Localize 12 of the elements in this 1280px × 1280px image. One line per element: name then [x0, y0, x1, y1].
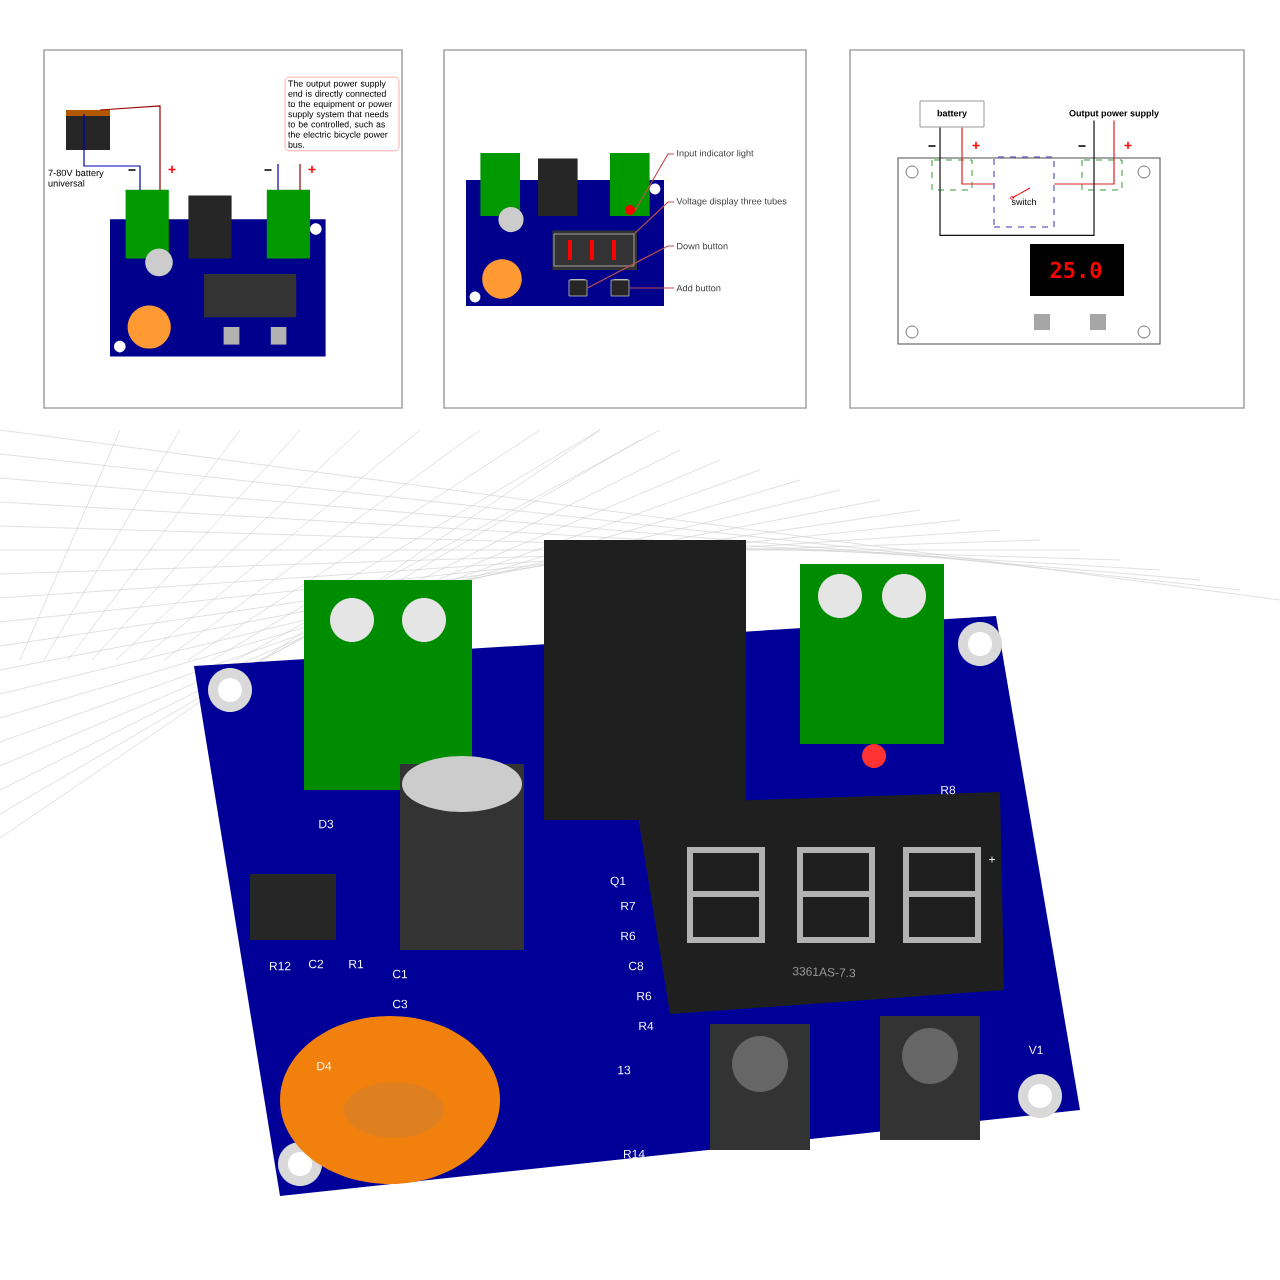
- wire: [1053, 120, 1115, 185]
- display-reading: 25.0: [1050, 261, 1102, 279]
- leader-line: [634, 153, 675, 211]
- push-button: [568, 279, 588, 297]
- leader-line: [628, 287, 675, 289]
- wire: [939, 120, 1095, 236]
- leader-line: [586, 245, 675, 289]
- wire: [961, 126, 995, 185]
- display-outline: [553, 233, 635, 267]
- indicator-led: [625, 205, 635, 215]
- push-button: [610, 279, 630, 297]
- leader-line: [633, 201, 675, 235]
